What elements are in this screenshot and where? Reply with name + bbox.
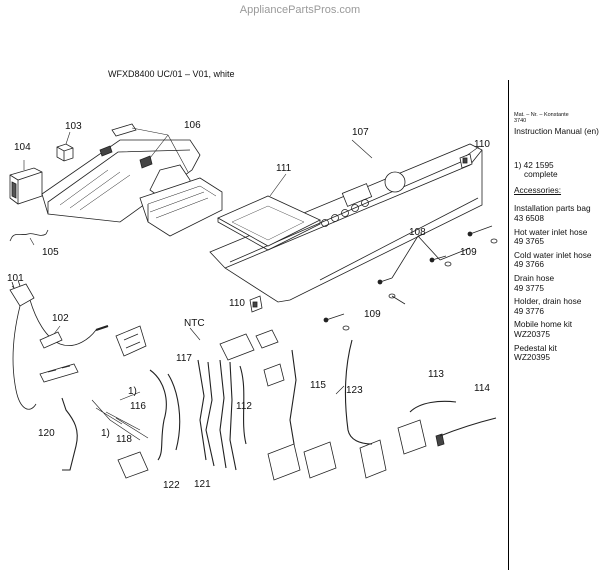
part-118-part bbox=[91, 399, 149, 441]
side-header-2: 3740 bbox=[514, 118, 527, 124]
small-components bbox=[39, 325, 445, 481]
callout-106: 106 bbox=[184, 120, 201, 131]
callout-109-upper: 109 bbox=[460, 247, 477, 258]
callout-113: 113 bbox=[428, 369, 444, 380]
callout-117: 117 bbox=[176, 353, 192, 364]
callout-102: 102 bbox=[52, 313, 69, 324]
callout-101: 101 bbox=[7, 273, 24, 284]
part-120-harness bbox=[61, 397, 78, 471]
callout-121: 121 bbox=[194, 479, 211, 490]
callout-112: 112 bbox=[236, 401, 252, 412]
side-note-text: complete bbox=[524, 169, 558, 180]
part-104-box bbox=[9, 167, 43, 205]
part-110-brackets bbox=[249, 153, 473, 313]
callout-115: 115 bbox=[310, 380, 326, 391]
side-note-num: 1) 42 1595 bbox=[514, 159, 554, 170]
part-106-drawer bbox=[139, 177, 223, 237]
part-108-screws bbox=[323, 225, 498, 331]
callout-103: 103 bbox=[65, 121, 82, 132]
side-accessories-heading: Accessories: bbox=[514, 184, 562, 195]
callout-111: 111 bbox=[276, 163, 292, 174]
callout-123: 123 bbox=[346, 385, 363, 396]
callout-note-1b: 1) bbox=[101, 428, 110, 439]
model-label: WFXD8400 UC/01 – V01, white bbox=[108, 69, 235, 79]
callout-122: 122 bbox=[163, 480, 180, 491]
callout-110-top: 110 bbox=[474, 139, 490, 150]
callout-110-bottom: 110 bbox=[229, 298, 245, 309]
callout-104: 104 bbox=[14, 142, 31, 153]
callout-118: 118 bbox=[116, 434, 132, 445]
callout-ntc: NTC bbox=[184, 318, 205, 329]
leader-lines bbox=[11, 127, 481, 401]
callout-note-1a: 1) bbox=[128, 386, 137, 397]
watermark: AppliancePartsPros.com bbox=[239, 4, 361, 16]
callout-105: 105 bbox=[42, 247, 59, 258]
callout-109-lower: 109 bbox=[364, 309, 381, 320]
callout-108: 108 bbox=[409, 227, 426, 238]
callout-120: 120 bbox=[38, 428, 55, 439]
side-manual: Instruction Manual (en) bbox=[514, 126, 599, 136]
part-101-power-cord bbox=[9, 279, 109, 410]
side-panel: Mat. – Nr. – Konstante 3740 Instruction … bbox=[514, 112, 600, 363]
callout-107: 107 bbox=[352, 127, 369, 138]
callout-116: 116 bbox=[130, 401, 146, 412]
part-102-grommet bbox=[39, 331, 63, 349]
part-105-wire bbox=[9, 229, 49, 242]
side-header-1: Mat. – Nr. – Konstante bbox=[514, 112, 569, 118]
callout-114: 114 bbox=[474, 383, 490, 394]
part-103-cube bbox=[56, 143, 74, 162]
harness-cables bbox=[149, 339, 497, 471]
side-panel-divider bbox=[508, 80, 600, 570]
part-111-panel bbox=[217, 195, 321, 251]
